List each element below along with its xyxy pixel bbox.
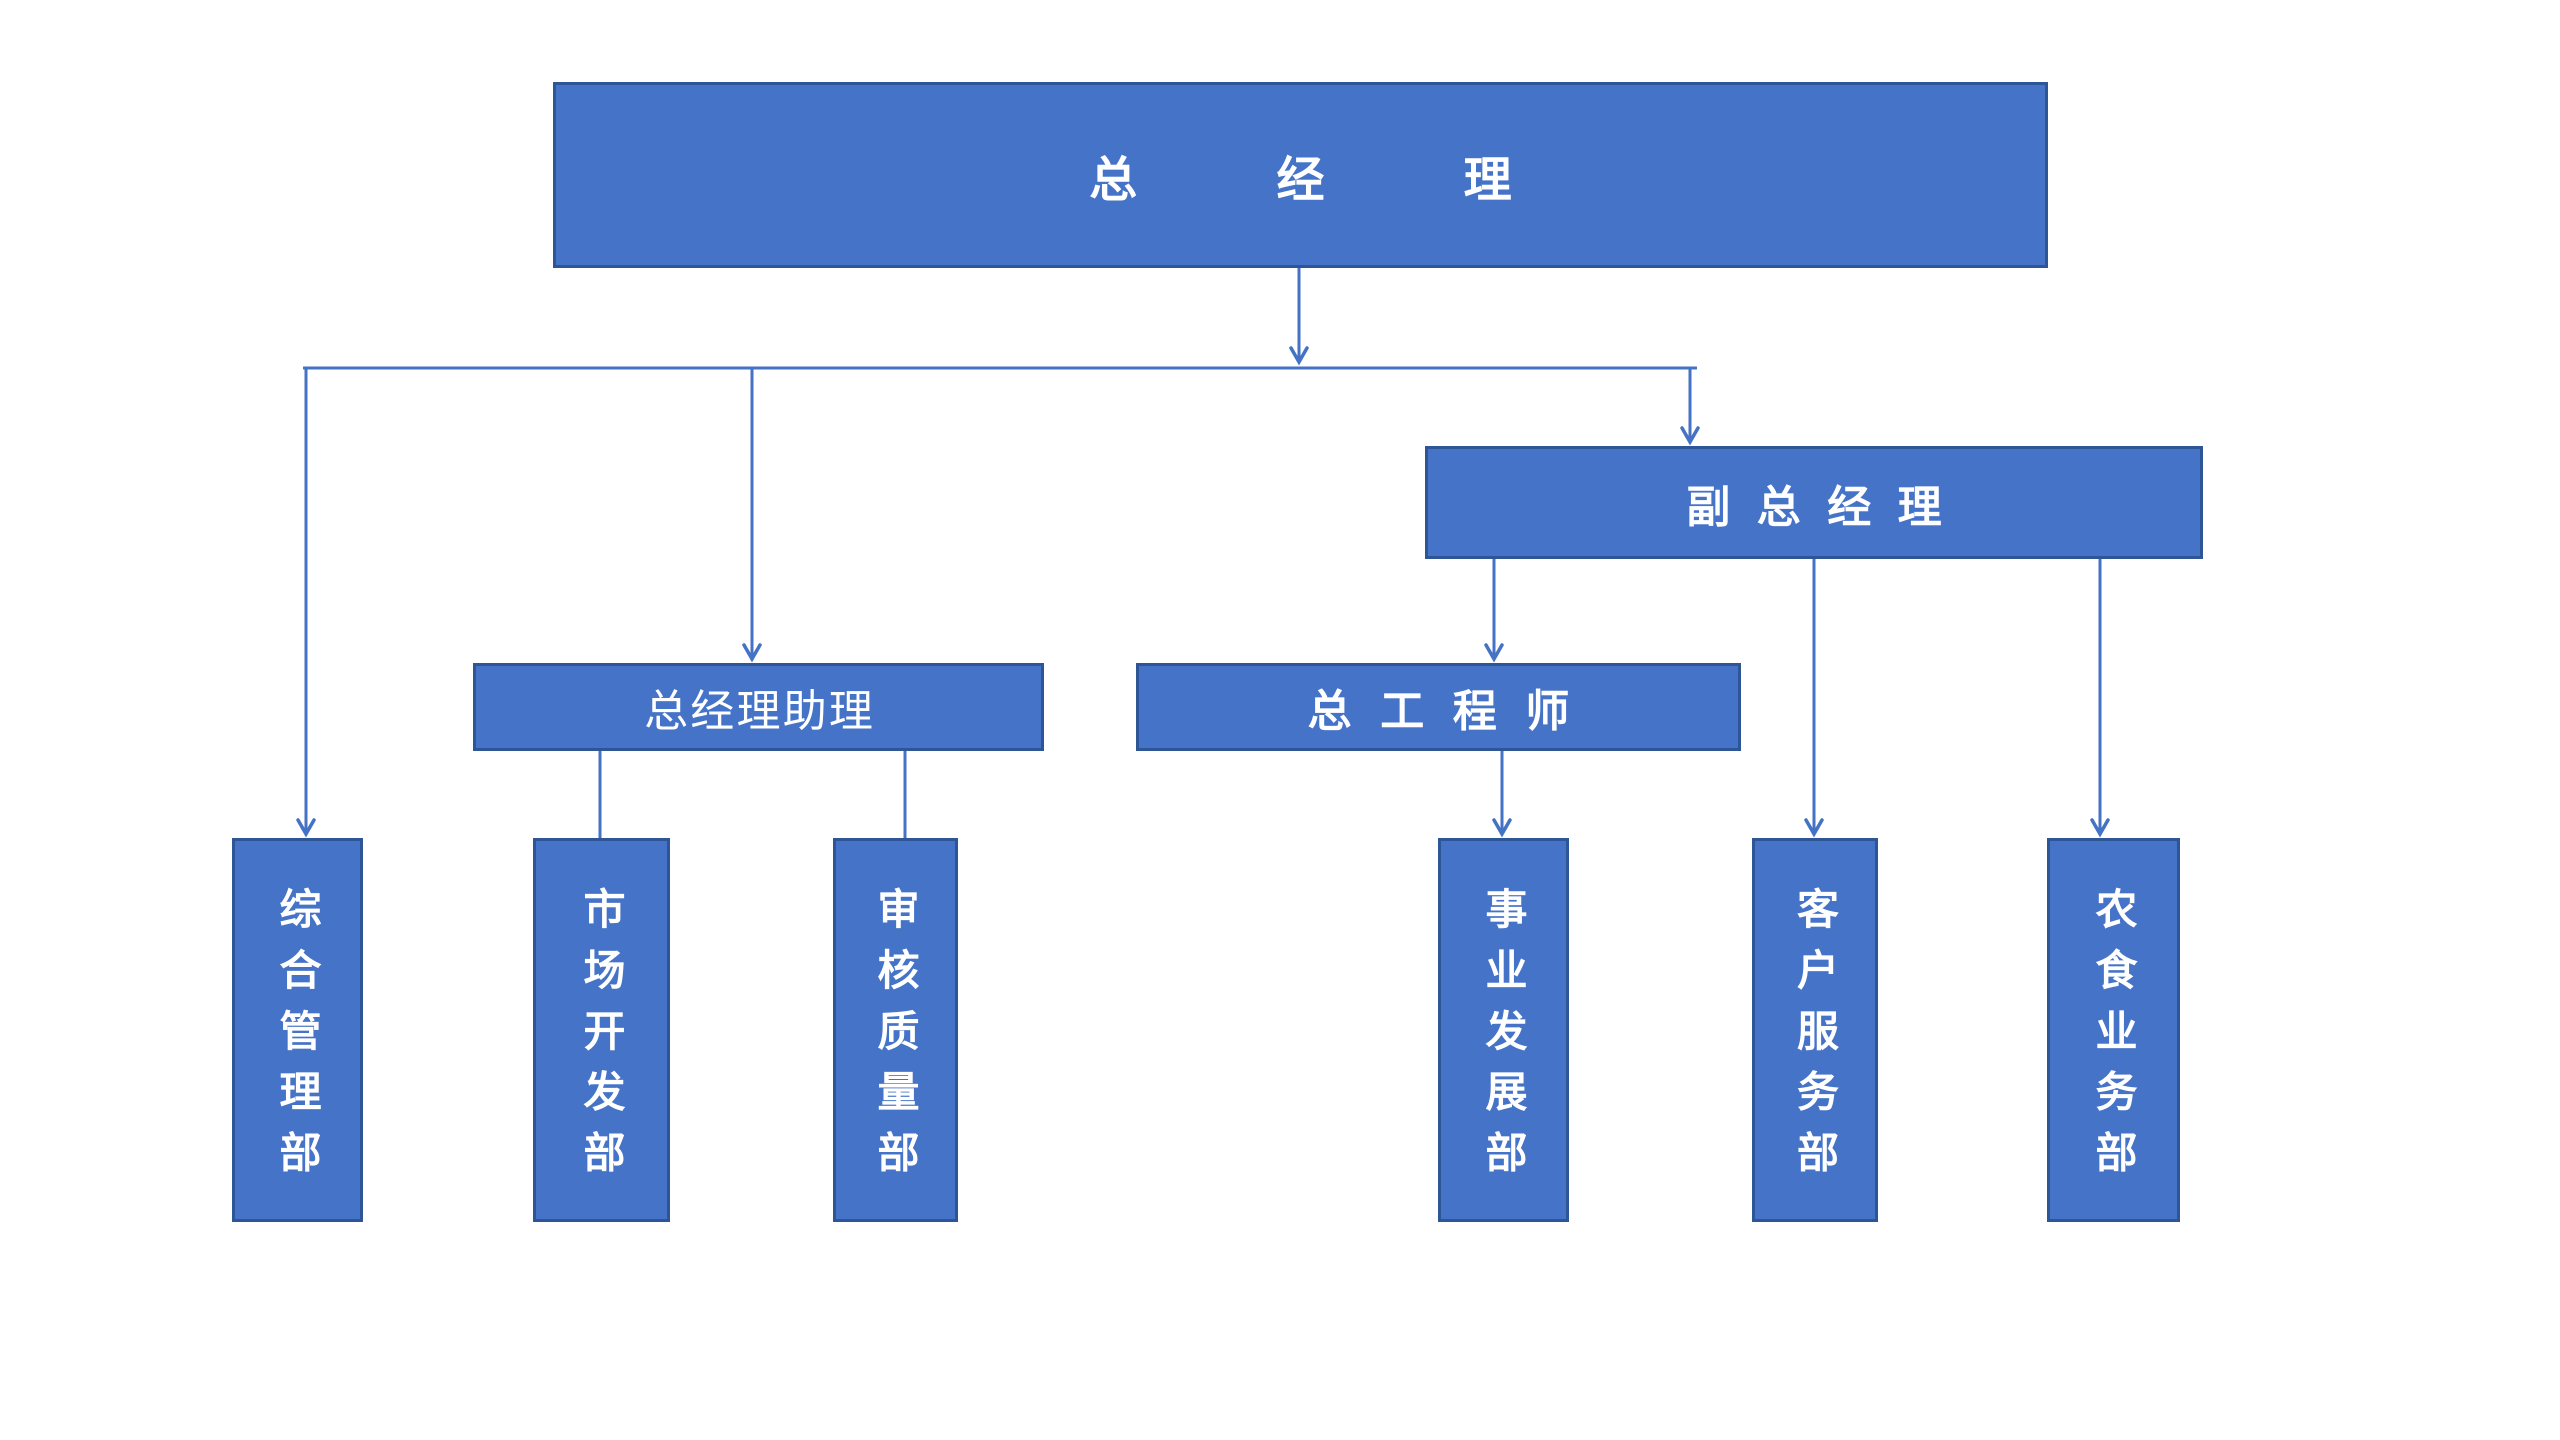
- node-dept-audit-quality: 审核质量部: [833, 838, 958, 1222]
- node-deputy-general-manager: 副总经理: [1425, 446, 2203, 559]
- node-dept-audit-quality-label: 审核质量部: [871, 887, 920, 1192]
- node-deputy-general-manager-label: 副总经理: [1686, 481, 1968, 533]
- node-dept-comprehensive-management: 综合管理部: [232, 838, 363, 1222]
- node-dept-customer-service-label: 客户服务部: [1790, 887, 1840, 1192]
- node-dept-business-development: 事业发展部: [1438, 838, 1569, 1222]
- node-chief-engineer-label: 总工程师: [1307, 686, 1598, 737]
- node-dept-agrifood-business-label: 农食业务部: [2089, 887, 2138, 1192]
- node-dept-market-development: 市场开发部: [533, 838, 670, 1222]
- node-dept-market-development-label: 市场开发部: [577, 887, 626, 1192]
- node-dept-comprehensive-management-label: 综合管理部: [273, 887, 322, 1192]
- node-general-manager: 总经理: [553, 82, 2048, 268]
- node-gm-assistant: 总经理助理: [473, 663, 1044, 751]
- node-gm-assistant-label: 总经理助理: [644, 686, 876, 737]
- node-dept-agrifood-business: 农食业务部: [2047, 838, 2180, 1222]
- node-general-manager-label: 总经理: [1089, 152, 1651, 208]
- node-dept-customer-service: 客户服务部: [1752, 838, 1878, 1222]
- node-dept-business-development-label: 事业发展部: [1479, 887, 1528, 1192]
- node-chief-engineer: 总工程师: [1136, 663, 1741, 751]
